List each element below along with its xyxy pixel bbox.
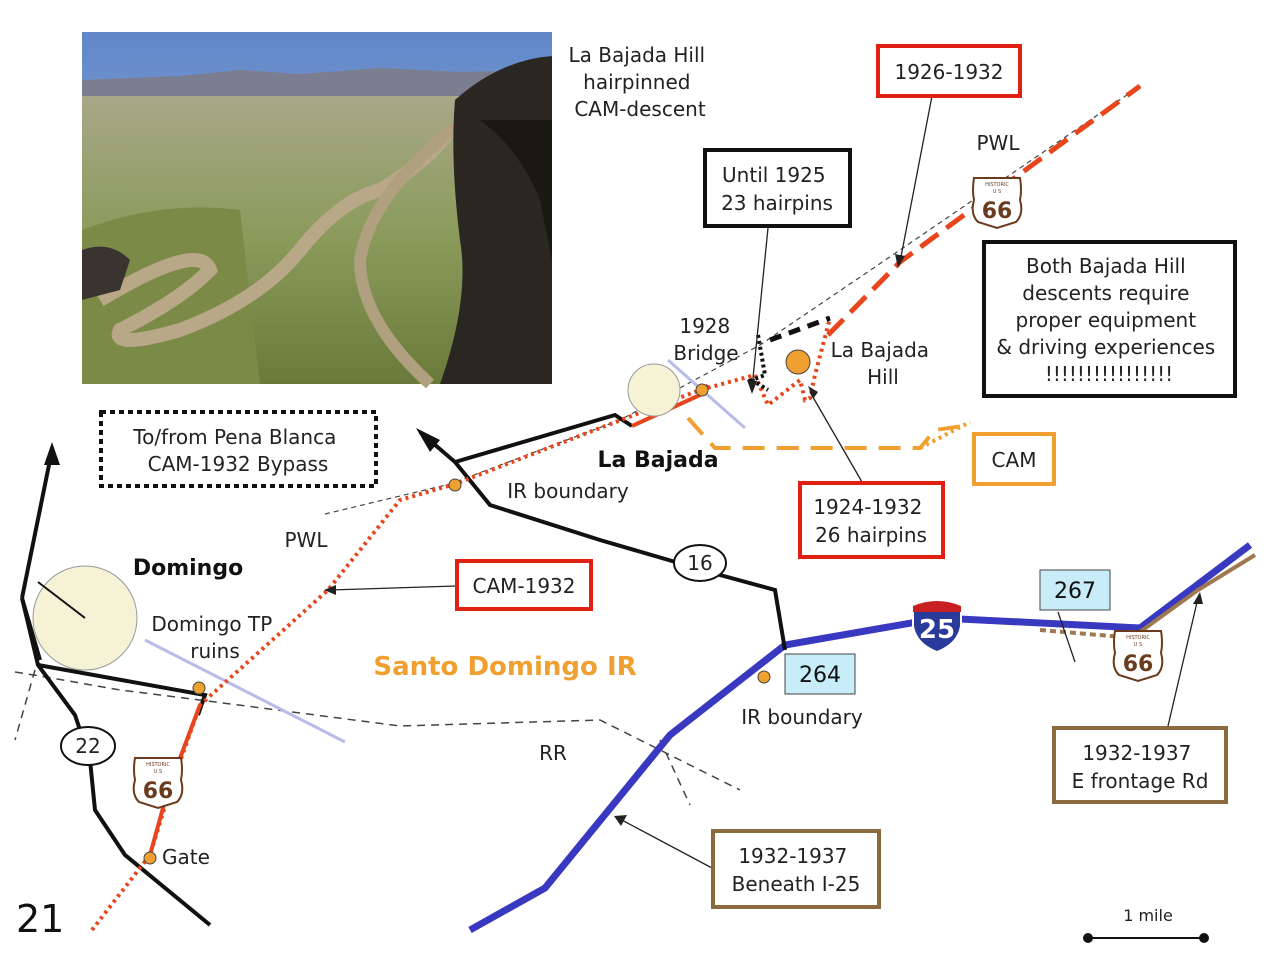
- svg-text:U S: U S: [154, 769, 162, 775]
- road-la-bajada-old: [454, 412, 634, 464]
- callout-both-bajada: Both Bajada Hill descents require proper…: [982, 240, 1237, 398]
- label-pwl-left: PWL: [285, 528, 329, 552]
- domingo-pointer-line: [37, 581, 86, 619]
- callout-cam: CAM: [972, 432, 1056, 486]
- bridge-circle: [627, 363, 681, 417]
- interstate-25-shield: 25: [912, 600, 962, 654]
- frontage-road-line: [1138, 553, 1257, 634]
- road16-arrow-head: [416, 428, 440, 452]
- svg-text:22: 22: [75, 734, 100, 758]
- label-ir-boundary-1: IR boundary: [507, 479, 629, 503]
- svg-text:1926-1932: 1926-1932: [894, 60, 1003, 84]
- road-domingo-connector: [37, 663, 208, 716]
- label-la-bajada-hill: La Bajada Hill: [831, 338, 936, 389]
- label-gate: Gate: [162, 845, 210, 869]
- arrowhead-cam1932: [324, 585, 336, 595]
- label-domingo: Domingo: [133, 556, 243, 581]
- road-domingo-stub: [20, 597, 42, 661]
- us66-shield-north: HISTORIC U S 66: [971, 177, 1023, 230]
- label-santo-domingo-ir: Santo Domingo IR: [373, 652, 636, 682]
- svg-text:CAM-1932: CAM-1932: [472, 574, 575, 598]
- us66-shield-south: HISTORIC U S 66: [132, 757, 184, 810]
- arrowhead-i25: [614, 815, 627, 826]
- cam-route-dotted-end: [919, 420, 971, 450]
- point-ir-boundary-1: [448, 478, 462, 492]
- photo-caption: La Bajada Hill hairpinned CAM-descent: [569, 43, 712, 121]
- label-bridge: 1928 Bridge: [673, 314, 738, 365]
- label-domingo-tp-ruins: Domingo TP ruins: [151, 612, 278, 663]
- label-ir-boundary-2: IR boundary: [741, 705, 863, 729]
- frontage-road-dotted: [1039, 628, 1136, 640]
- svg-text:Both Bajada Hill descent: Both Bajada Hill descents require proper…: [996, 254, 1221, 386]
- svg-text:66: 66: [143, 779, 174, 804]
- svg-text:1932-1937 E frontage Rd: 1932-1937 E frontage Rd: [1072, 741, 1209, 793]
- label-pwl-top: PWL: [977, 131, 1021, 155]
- svg-text:U S: U S: [993, 189, 1001, 195]
- svg-text:264: 264: [799, 663, 841, 688]
- arrowhead-1926: [895, 254, 905, 268]
- svg-text:25: 25: [919, 615, 955, 645]
- svg-text:66: 66: [1123, 652, 1154, 677]
- svg-text:66: 66: [982, 199, 1013, 224]
- svg-text:HISTORIC: HISTORIC: [1126, 635, 1150, 641]
- arrowhead-1924: [808, 386, 818, 399]
- exit-264-marker: 264: [784, 653, 856, 695]
- svg-text:HISTORIC: HISTORIC: [146, 762, 170, 768]
- point-la-bajada-hill: [785, 349, 811, 375]
- point-gate: [143, 851, 157, 865]
- callout-pointers: [329, 95, 1199, 869]
- svg-text:Until 1925 23 hairpins: Until 1925 23 hairpins: [721, 163, 833, 215]
- route-1926-black-dash: [769, 315, 831, 343]
- route-22-marker: 22: [60, 726, 116, 766]
- scale-label: 1 mile: [1123, 906, 1173, 925]
- label-rr: RR: [539, 741, 567, 765]
- hairpins-until-1925: [747, 334, 770, 392]
- railroad-line: [14, 671, 741, 791]
- arrowhead-frontage: [1193, 592, 1203, 604]
- svg-text:16: 16: [687, 551, 712, 575]
- arrowhead-1925: [747, 380, 757, 394]
- ir-boundary-line-south: [144, 638, 346, 744]
- callout-until-1925: Until 1925 23 hairpins: [703, 148, 852, 228]
- svg-text:CAM: CAM: [992, 448, 1037, 472]
- north-arrow-head: [44, 442, 60, 465]
- callout-beneath-i25: 1932-1937 Beneath I-25: [711, 829, 881, 909]
- road-north-arrow: [20, 459, 52, 599]
- callout-pena-blanca: To/from Pena Blanca CAM-1932 Bypass: [99, 410, 378, 488]
- point-domingo-tp: [192, 681, 206, 695]
- svg-text:To/from Pena Blanca CAM-: To/from Pena Blanca CAM-1932 Bypass: [132, 425, 342, 476]
- railroad-spur: [659, 739, 691, 806]
- page-number: 21: [16, 897, 64, 941]
- svg-text:267: 267: [1054, 579, 1096, 604]
- svg-text:HISTORIC: HISTORIC: [985, 182, 1009, 188]
- callout-cam-1932: CAM-1932: [455, 559, 593, 611]
- pwl-line: [324, 85, 1141, 515]
- callout-1924-1932: 1924-1932 26 hairpins: [798, 481, 945, 559]
- scale-bar: 1 mile: [1083, 906, 1209, 943]
- callout-frontage: 1932-1937 E frontage Rd: [1052, 726, 1228, 804]
- svg-text:1924-1932 26 hairpins: 1924-1932 26 hairpins: [813, 495, 928, 547]
- callout-1926-1932: 1926-1932: [876, 44, 1022, 98]
- point-bridge: [695, 383, 709, 397]
- route-16-marker: 16: [673, 544, 727, 582]
- rr-left-spur: [14, 669, 36, 741]
- point-ir-boundary-2: [757, 670, 771, 684]
- svg-text:1932-1937 Beneath I-25: 1932-1937 Beneath I-25: [732, 844, 861, 896]
- exit-267-marker: 267: [1039, 569, 1111, 611]
- svg-text:U S: U S: [1134, 642, 1142, 648]
- la-bajada-hill-photo: [82, 32, 552, 389]
- label-la-bajada: La Bajada: [597, 448, 718, 473]
- us66-shield-east: HISTORIC U S 66: [1112, 630, 1164, 683]
